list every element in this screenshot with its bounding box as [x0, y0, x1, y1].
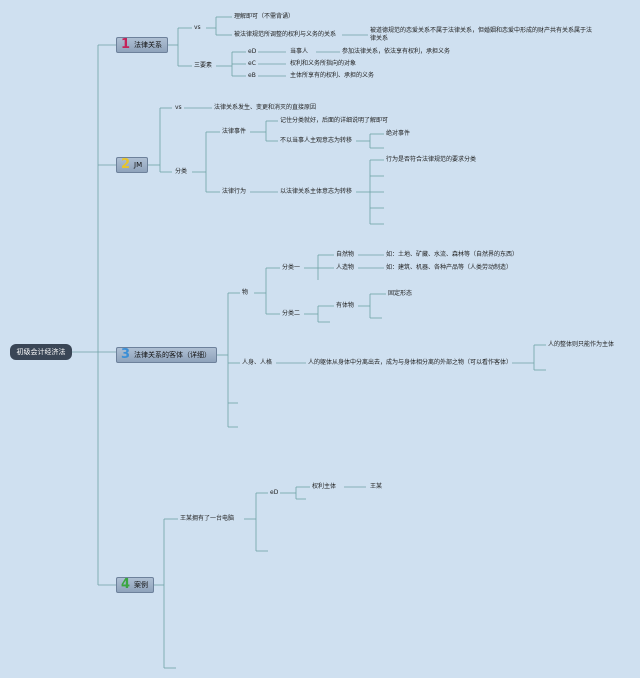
b1-three-elements[interactable]: 三要素 — [194, 62, 213, 69]
b4-ed[interactable]: eD — [270, 489, 279, 496]
branch-legal-relation[interactable]: 1 法律关系 — [116, 37, 169, 53]
b2-vs[interactable]: vs — [175, 104, 182, 111]
b2-act-classify[interactable]: 行为是否符合法律规范的要求分类 — [386, 156, 477, 163]
b3-natural-desc[interactable]: 如：土地、矿藏、水流、森林等（自然界的东西） — [386, 251, 519, 258]
b3-tangible[interactable]: 有体物 — [336, 302, 355, 309]
b2-event-note[interactable]: 记住分类就好，后面的详细说明了解即可 — [280, 117, 389, 124]
b2-legal-event[interactable]: 法律事件 — [222, 128, 247, 135]
b1-element-label-content[interactable]: 主体所享有的权利、承担的义务 — [290, 72, 375, 79]
b3-fixed-form[interactable]: 固定形态 — [388, 290, 413, 297]
b3-artificial[interactable]: 人造物 — [336, 264, 355, 271]
b1-vs[interactable]: vs — [194, 24, 201, 31]
b1-element-key-ec[interactable]: eC — [248, 60, 256, 67]
b1-element-key-eb[interactable]: eB — [248, 72, 256, 79]
branch-case[interactable]: 4 案例 — [116, 577, 155, 593]
branch-number-1: 1 — [121, 37, 131, 52]
root-node[interactable]: 初级会计经济法 — [10, 344, 72, 360]
b2-event-will[interactable]: 不以当事人主观意志为转移 — [280, 137, 353, 144]
b4-case-text[interactable]: 王某拥有了一台电脑 — [180, 515, 235, 522]
b2-absolute-event[interactable]: 绝对事件 — [386, 130, 411, 137]
branch-label: JM — [134, 161, 143, 169]
b3-body-whole[interactable]: 人的整体则只能作为主体 — [548, 341, 615, 348]
branch-object-detail[interactable]: 3 法律关系的客体（详细） — [116, 347, 218, 363]
b3-category-2[interactable]: 分类二 — [282, 310, 301, 317]
b4-wang[interactable]: 王某 — [370, 483, 383, 490]
b1-element-desc-party[interactable]: 参加法律关系，依法享有权利，承担义务 — [342, 48, 451, 55]
b2-act-will[interactable]: 以法律关系主体意志为转移 — [280, 188, 353, 195]
b3-thing[interactable]: 物 — [242, 289, 249, 296]
b3-artificial-desc[interactable]: 如：建筑、机器、各种产品等（人类劳动制造） — [386, 264, 513, 271]
b2-vs-text[interactable]: 法律关系发生、变更和消灭的直接原因 — [214, 104, 317, 111]
b1-element-label-party[interactable]: 当事人 — [290, 48, 309, 55]
b1-vs-note[interactable]: 被道德规范的恋爱关系不属于法律关系，但婚姻和恋爱中形成的财产共有关系属于法律关系 — [370, 27, 593, 42]
branch-jm[interactable]: 2 JM — [116, 157, 149, 173]
branch-number-4: 4 — [121, 577, 131, 592]
b3-natural[interactable]: 自然物 — [336, 251, 355, 258]
b3-body-desc[interactable]: 人的躯体从身体中分离出去，成为与身体相分离的外部之物（可以看作客体） — [308, 359, 513, 366]
b2-classification[interactable]: 分类 — [175, 168, 188, 175]
b2-legal-act[interactable]: 法律行为 — [222, 188, 247, 195]
b3-body-personality[interactable]: 人身、人格 — [242, 359, 273, 366]
b4-right-subject[interactable]: 权利主体 — [312, 483, 337, 490]
b3-category-1[interactable]: 分类一 — [282, 264, 301, 271]
branch-label: 法律关系 — [134, 41, 163, 49]
b1-vs-item-2[interactable]: 被法律规范所调整的权利与义务的关系 — [234, 31, 337, 38]
branch-number-3: 3 — [121, 347, 131, 362]
branch-number-2: 2 — [121, 157, 131, 172]
b1-vs-item-1[interactable]: 理解即可（不需背诵） — [234, 13, 295, 20]
b1-element-label-object[interactable]: 权利和义务所指向的对象 — [290, 60, 357, 67]
branch-label: 案例 — [134, 581, 149, 589]
b1-element-key-ed[interactable]: eD — [248, 48, 257, 55]
branch-label: 法律关系的客体（详细） — [134, 351, 212, 359]
